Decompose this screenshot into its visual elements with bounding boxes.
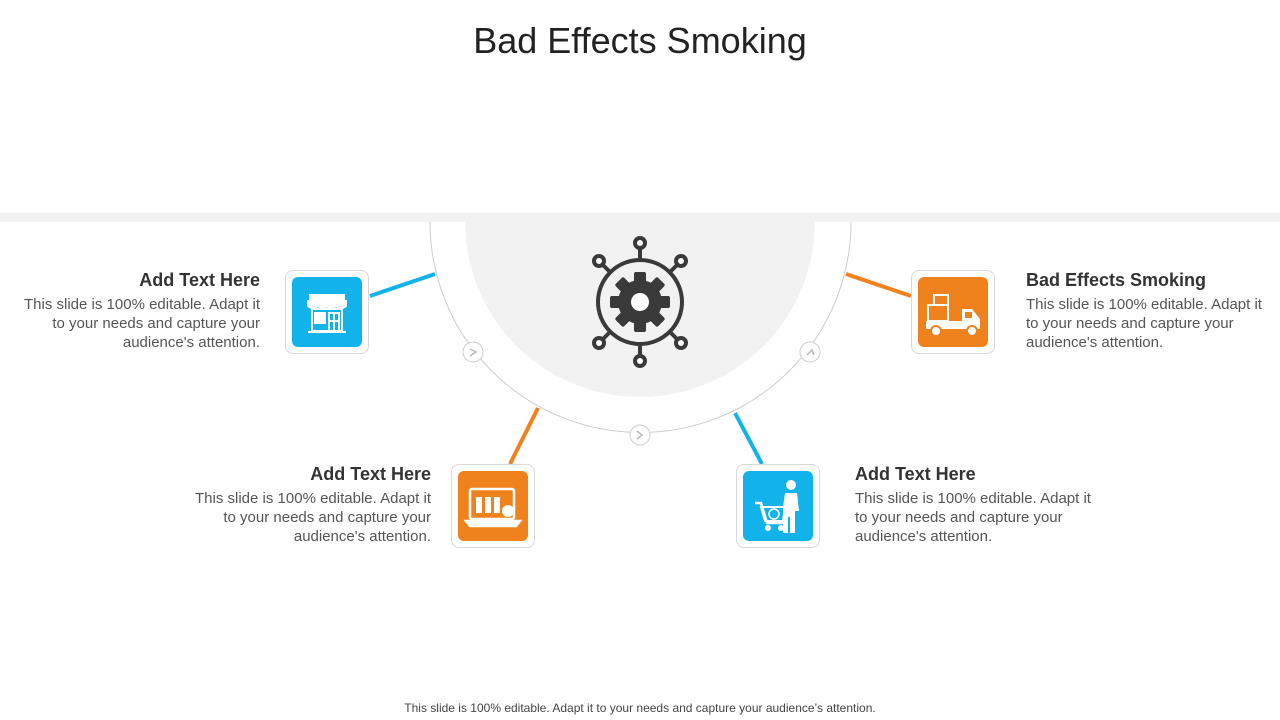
- ring-marker-left: [462, 341, 484, 363]
- item-1-heading: Add Text Here: [139, 270, 260, 290]
- item-2-icon-bg: [458, 471, 528, 541]
- item-4-icon-bg: [918, 277, 988, 347]
- item-1-tile: [285, 270, 369, 354]
- item-2-tile: [451, 464, 535, 548]
- gear-network-icon: [592, 236, 688, 368]
- connector-line-2: [508, 407, 540, 465]
- connector-line-4: [845, 272, 912, 298]
- item-1-icon-bg: [292, 277, 362, 347]
- item-4-text: Bad Effects Smoking This slide is 100% e…: [1026, 269, 1276, 352]
- laptop-icon: [463, 487, 523, 528]
- item-3-text: Add Text Here This slide is 100% editabl…: [855, 463, 1105, 546]
- item-3-body: This slide is 100% editable. Adapt it to…: [855, 490, 1091, 545]
- item-3-heading: Add Text Here: [855, 464, 976, 484]
- store-icon: [307, 294, 347, 333]
- item-3-tile: [736, 464, 820, 548]
- page-title: Bad Effects Smoking: [473, 20, 807, 61]
- item-2-heading: Add Text Here: [310, 464, 431, 484]
- item-2-text: Add Text Here This slide is 100% editabl…: [181, 463, 431, 546]
- delivery-truck-icon: [926, 294, 980, 337]
- item-1-body: This slide is 100% editable. Adapt it to…: [24, 296, 260, 351]
- item-2-body: This slide is 100% editable. Adapt it to…: [195, 490, 431, 545]
- item-4-heading: Bad Effects Smoking: [1026, 270, 1207, 290]
- shopping-cart-person-icon: [755, 480, 799, 533]
- item-3-icon-bg: [743, 471, 813, 541]
- ring-marker-right: [799, 341, 821, 363]
- background-band: [0, 213, 1280, 222]
- item-4-body: This slide is 100% editable. Adapt it to…: [1026, 296, 1262, 351]
- connector-line-3: [733, 412, 764, 465]
- footer-note: This slide is 100% editable. Adapt it to…: [404, 701, 876, 715]
- item-1-text: Add Text Here This slide is 100% editabl…: [10, 269, 260, 352]
- ring-marker-bottom: [629, 424, 651, 446]
- connector-line-1: [369, 272, 436, 298]
- item-4-tile: [911, 270, 995, 354]
